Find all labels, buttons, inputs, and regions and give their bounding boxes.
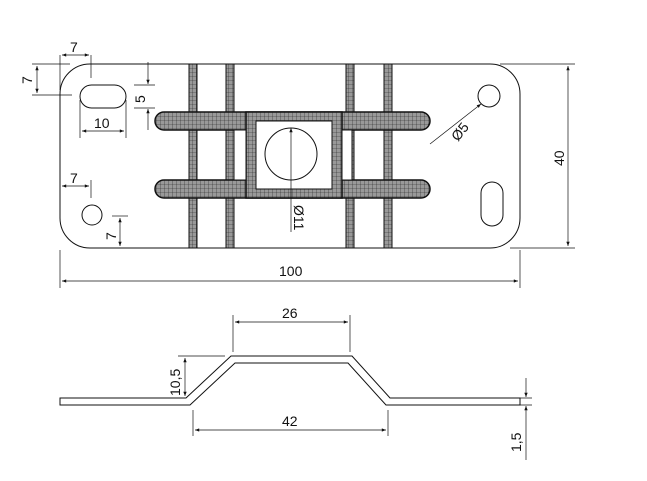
dim-small-hole: Ø5 xyxy=(448,119,472,144)
top-view: 7 7 5 10 7 7 Ø11 Ø5 xyxy=(19,39,575,288)
dim-height: 10,5 xyxy=(167,369,183,396)
hole-bottom-left xyxy=(81,204,103,226)
slot-bottom-right xyxy=(480,181,504,227)
hole-top-right xyxy=(477,84,501,108)
dim-width: 40 xyxy=(551,150,567,166)
plate-outline xyxy=(59,63,521,249)
dim-hole-y: 7 xyxy=(103,232,119,240)
center-box xyxy=(233,111,353,232)
dim-length: 100 xyxy=(279,263,303,279)
dim-center-hole: Ø11 xyxy=(291,205,307,231)
profile-outline xyxy=(59,355,521,406)
dim-top-length: 26 xyxy=(282,305,298,321)
dimensions-top-view: 7 7 5 10 7 7 Ø11 Ø5 xyxy=(19,39,575,288)
dim-corner-y-top: 7 xyxy=(19,76,35,84)
slot-top-left xyxy=(79,84,127,109)
dim-slot-width: 10 xyxy=(94,115,110,131)
dim-slot-height: 5 xyxy=(132,95,148,103)
dimensions-side-view: 26 42 10,5 1,5 xyxy=(167,305,532,460)
dim-corner-x-top: 7 xyxy=(70,39,78,55)
dim-bottom-length: 42 xyxy=(282,413,298,429)
side-view: 26 42 10,5 1,5 xyxy=(59,305,532,460)
dim-hole-x: 7 xyxy=(70,170,78,186)
dim-thickness: 1,5 xyxy=(508,432,524,452)
